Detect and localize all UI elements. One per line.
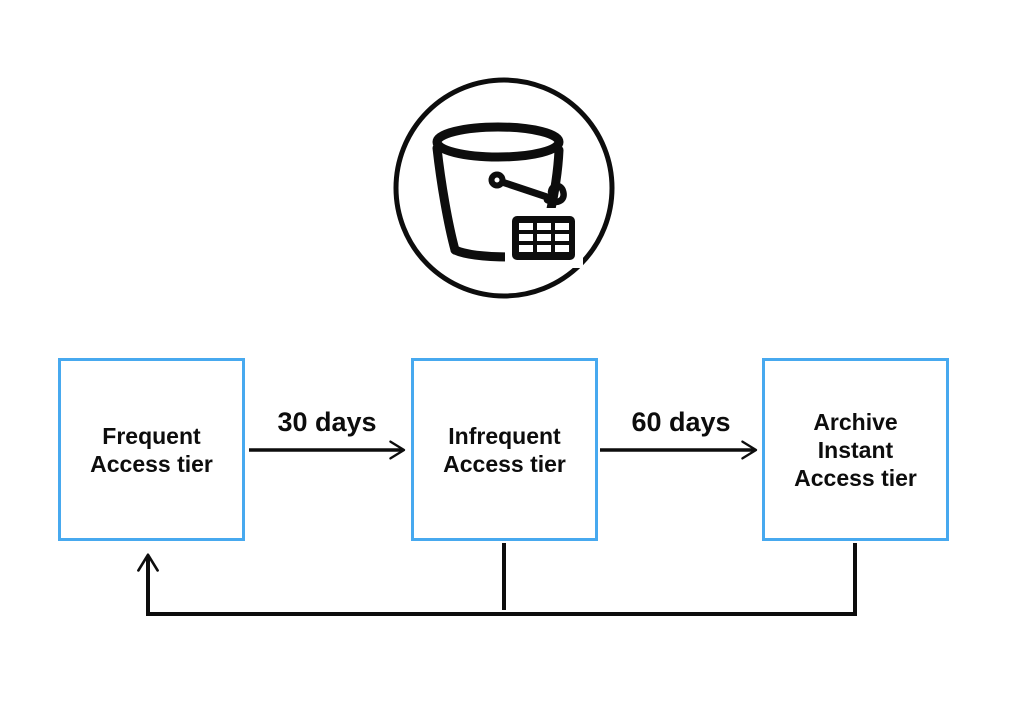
- tier-node-archive-instant-access: Archive Instant Access tier: [762, 358, 949, 541]
- bucket-handle-pivot: [488, 171, 506, 189]
- s3-bucket-icon: [393, 77, 615, 299]
- tier-node-label: Frequent Access tier: [90, 422, 213, 477]
- tier-node-infrequent-access: Infrequent Access tier: [411, 358, 598, 541]
- object-grid: [512, 216, 575, 260]
- tier-node-label: Infrequent Access tier: [443, 422, 566, 477]
- bucket-handle: [498, 178, 554, 202]
- bucket-handle-hook: [543, 182, 567, 206]
- edge-label-30-days: 30 days: [277, 407, 377, 437]
- edge-label-60-days: 60 days: [631, 407, 731, 437]
- icon-circle-outline: [393, 77, 615, 299]
- tier-node-label: Archive Instant Access tier: [794, 408, 917, 491]
- return-arrow: [137, 543, 857, 616]
- tier-node-frequent-access: Frequent Access tier: [58, 358, 245, 541]
